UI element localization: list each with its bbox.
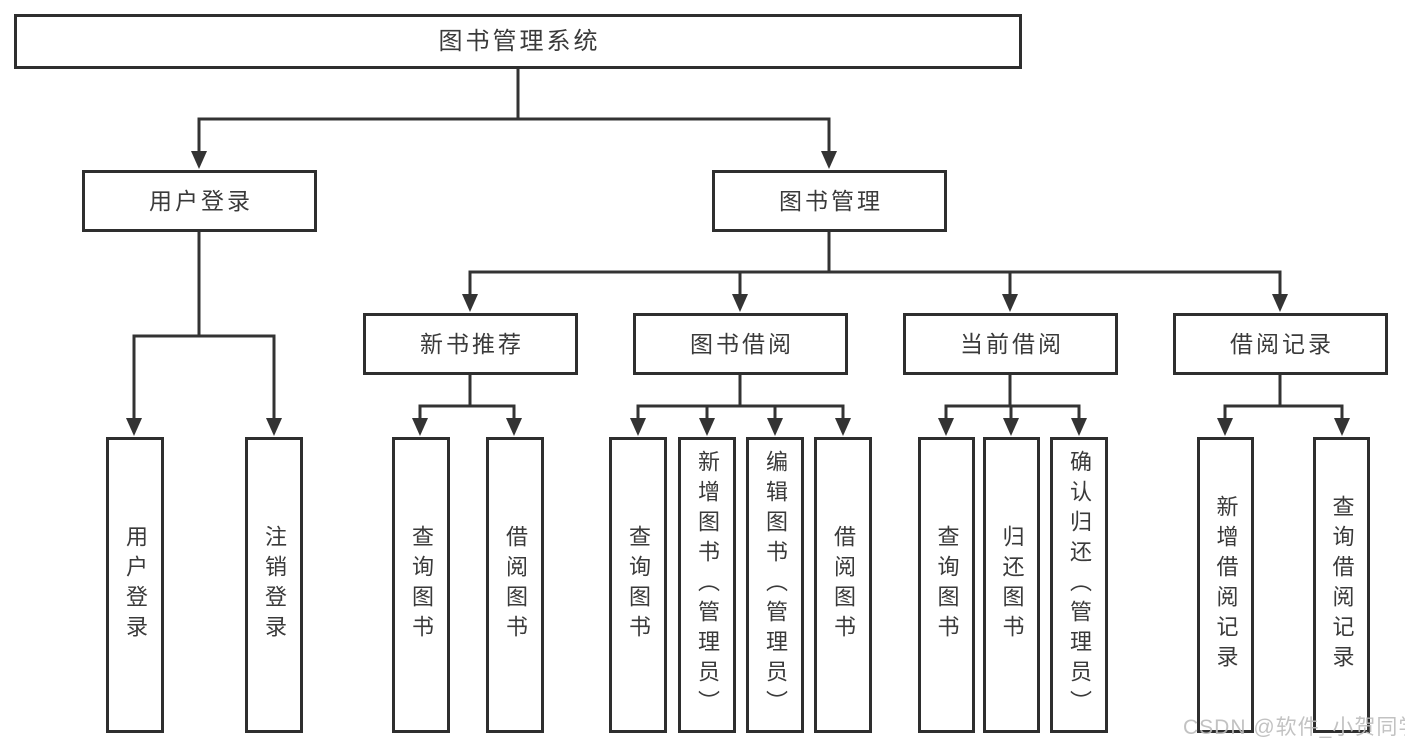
leaf-bb-borrow-books: 借阅图书 (814, 437, 872, 733)
node-book-management: 图书管理 (712, 170, 947, 232)
arrowhead (835, 418, 851, 436)
node-book-borrow: 图书借阅 (633, 313, 848, 375)
arrowhead (462, 294, 478, 312)
leaf-cb-return-books: 归还图书 (983, 437, 1040, 733)
arrowhead (1272, 294, 1288, 312)
leaf-bb-add-books-admin: 新增图书（管理员） (678, 437, 736, 733)
arrowhead (1003, 418, 1019, 436)
node-user-login: 用户登录 (82, 170, 317, 232)
arrowhead (1334, 418, 1350, 436)
leaf-rec-borrow-books: 借阅图书 (486, 437, 544, 733)
node-new-book-recommend: 新书推荐 (363, 313, 578, 375)
leaf-logout-login: 注销登录 (245, 437, 303, 733)
arrowhead (191, 151, 207, 169)
leaf-br-query-record: 查询借阅记录 (1313, 437, 1370, 733)
arrowhead (732, 294, 748, 312)
leaf-rec-query-books: 查询图书 (392, 437, 450, 733)
arrowhead (506, 418, 522, 436)
arrowhead (821, 151, 837, 169)
connector-path (132, 66, 1344, 426)
arrowhead (412, 418, 428, 436)
arrowhead (1217, 418, 1233, 436)
arrowhead (938, 418, 954, 436)
arrowhead (699, 418, 715, 436)
watermark-text: CSDN @软件_小贺同学 (1183, 716, 1405, 739)
arrowhead (1071, 418, 1087, 436)
leaf-bb-query-books: 查询图书 (609, 437, 667, 733)
arrowhead (767, 418, 783, 436)
leaf-user-login: 用户登录 (106, 437, 164, 733)
leaf-cb-confirm-return-admin: 确认归还（管理员） (1050, 437, 1108, 733)
node-borrow-records: 借阅记录 (1173, 313, 1388, 375)
arrowhead (266, 418, 282, 436)
leaf-cb-query-books: 查询图书 (918, 437, 975, 733)
arrowhead (1002, 294, 1018, 312)
arrowhead (126, 418, 142, 436)
node-root: 图书管理系统 (14, 14, 1022, 69)
node-current-borrow: 当前借阅 (903, 313, 1118, 375)
arrowheads (126, 151, 1350, 436)
leaf-bb-edit-books-admin: 编辑图书（管理员） (746, 437, 804, 733)
arrowhead (630, 418, 646, 436)
leaf-br-add-record: 新增借阅记录 (1197, 437, 1254, 733)
